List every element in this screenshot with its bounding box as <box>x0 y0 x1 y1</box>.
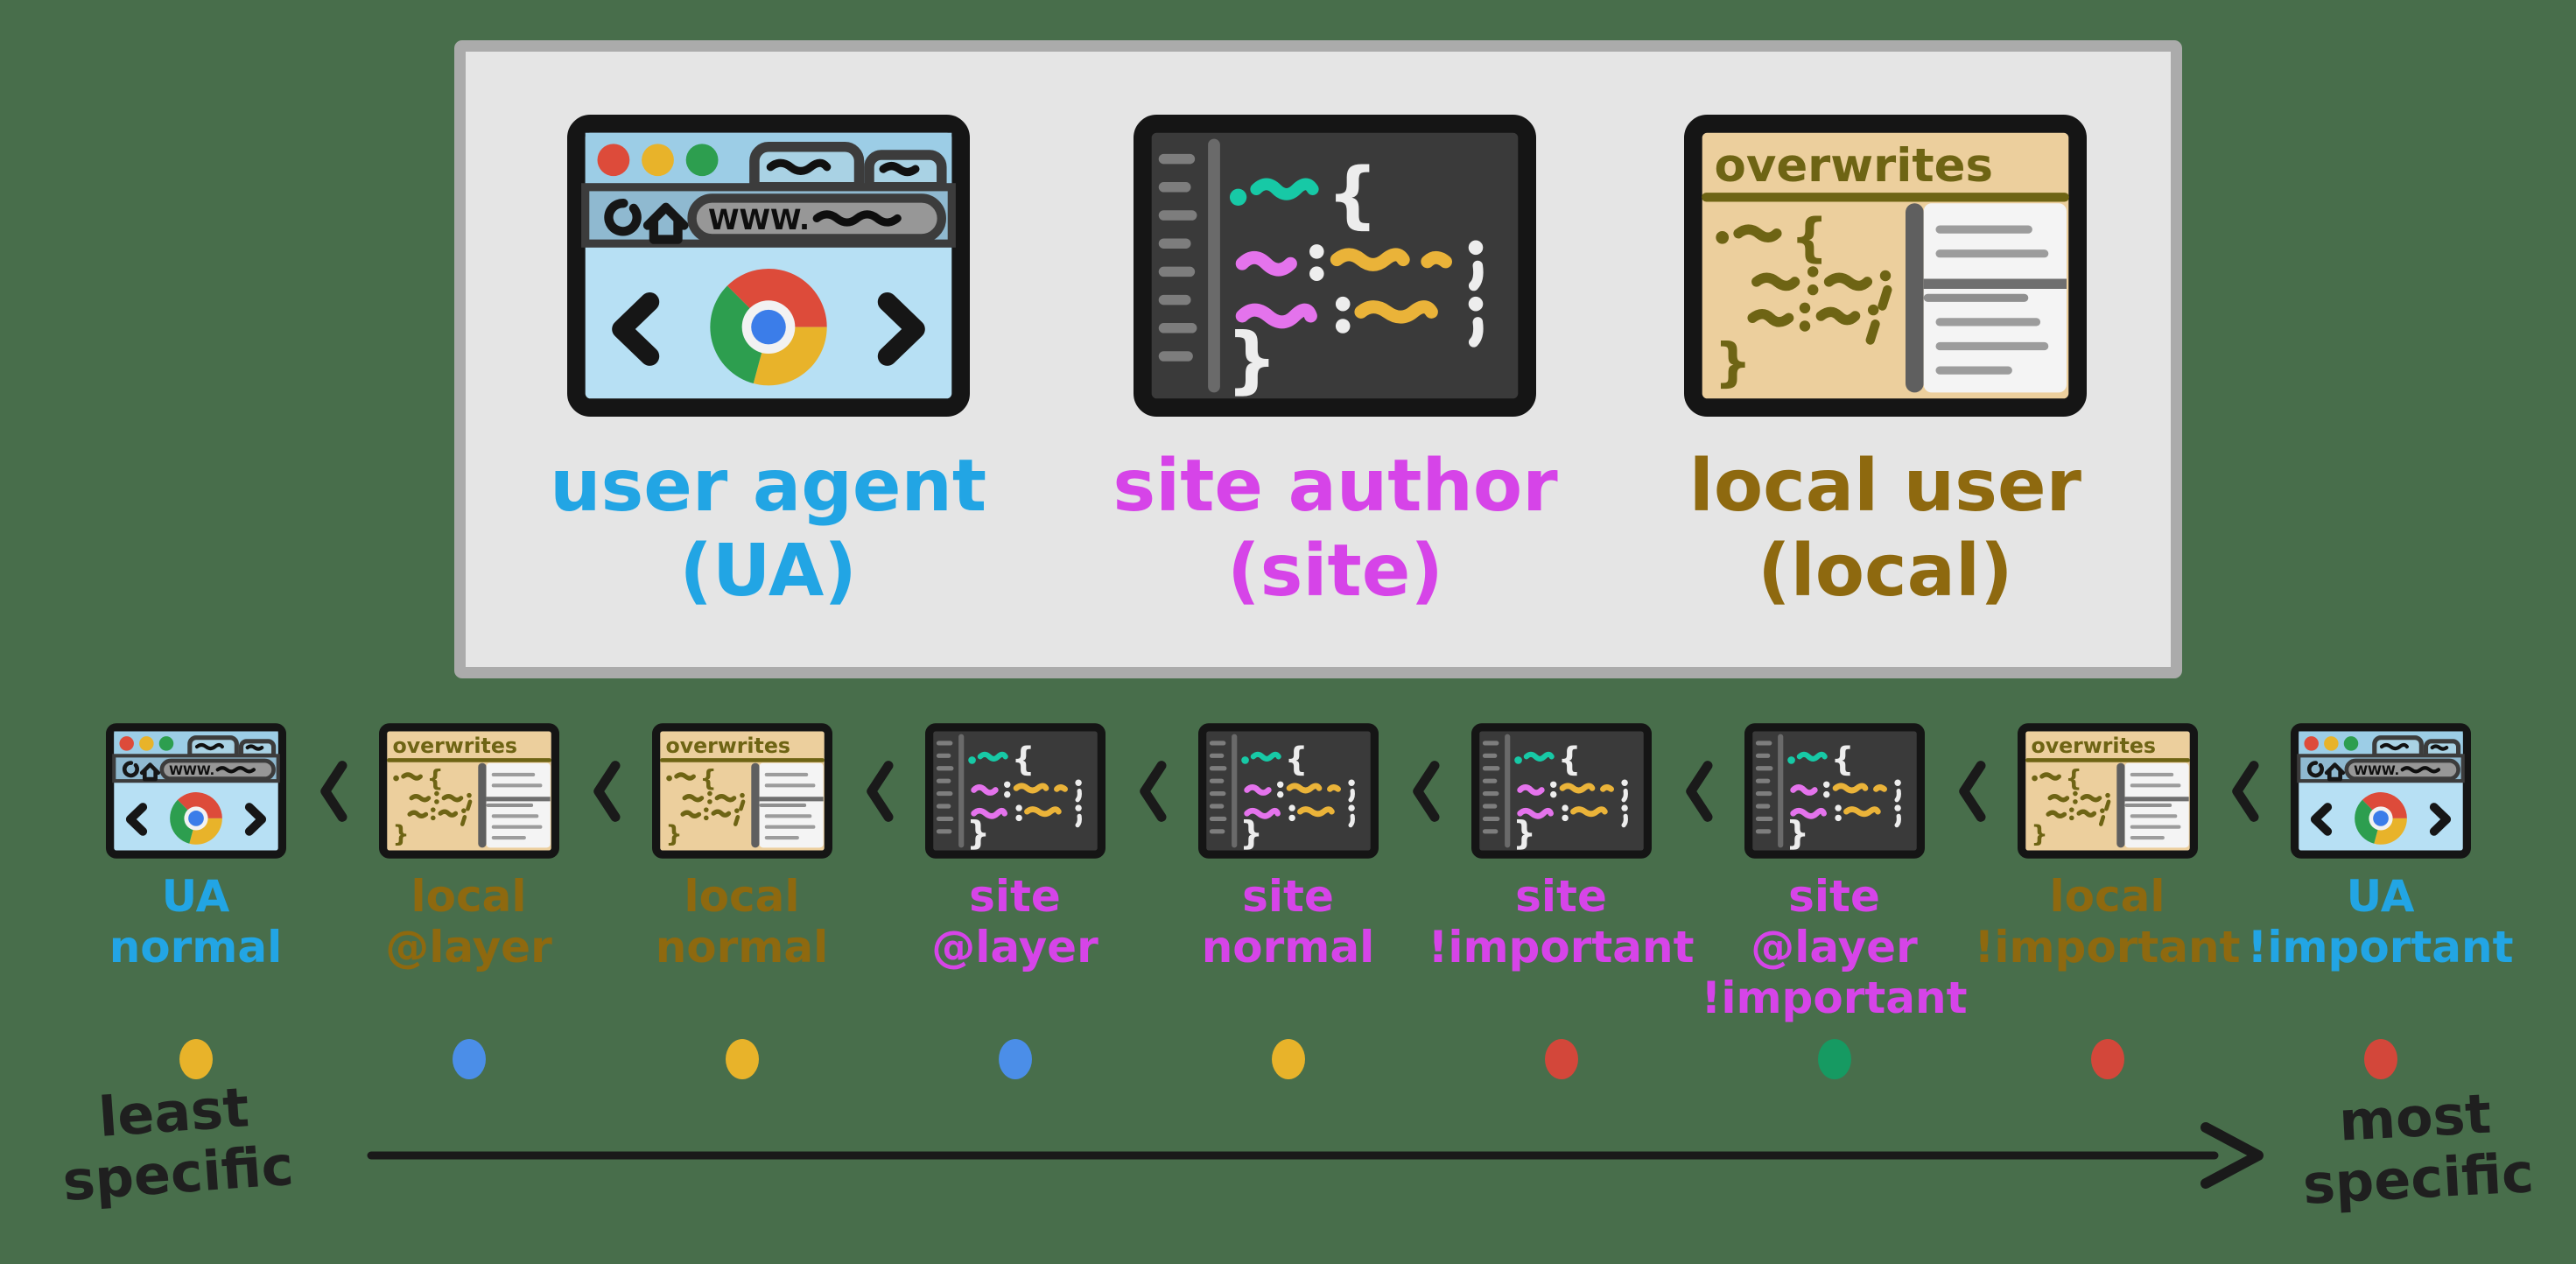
cascade-item-label: UA normal <box>109 871 283 973</box>
cascade-item-ua-normal: UA normal <box>81 723 311 1079</box>
stylesheet-doc-icon <box>652 723 832 859</box>
cascade-item-label: site !important <box>1428 871 1695 973</box>
code-editor-icon <box>1471 723 1652 859</box>
code-editor-icon <box>1198 723 1379 859</box>
specificity-dot <box>998 1039 1032 1079</box>
origins-panel: user agent (UA) site author (site) local… <box>454 40 2182 678</box>
origin-site-author: site author (site) <box>1113 115 1558 614</box>
origin-label-user-agent: user agent (UA) <box>550 445 987 613</box>
stylesheet-doc-icon <box>379 723 559 859</box>
cascade-order-row: UA normal local @layer local normal <box>0 723 2576 1079</box>
specificity-dot <box>1271 1039 1305 1079</box>
cascade-item-site-normal: site normal <box>1174 723 1403 1079</box>
specificity-axis-arrow-icon <box>367 1122 2264 1189</box>
cascade-item-local-layer: local @layer <box>354 723 584 1079</box>
stylesheet-doc-icon <box>1684 115 2087 417</box>
origin-label-site-author: site author (site) <box>1113 445 1558 613</box>
precedence-chevron-icon <box>1130 723 1174 859</box>
specificity-dot <box>452 1039 486 1079</box>
cascade-item-local-normal: local normal <box>628 723 857 1079</box>
cascade-item-local-important: local !important <box>1975 723 2241 1079</box>
precedence-chevron-icon <box>2222 723 2266 859</box>
precedence-chevron-icon <box>584 723 628 859</box>
specificity-dot <box>2363 1039 2397 1079</box>
specificity-dot <box>2090 1039 2124 1079</box>
cascade-item-label: local @layer <box>385 871 552 973</box>
code-editor-icon <box>1744 723 1925 859</box>
precedence-chevron-icon <box>1403 723 1447 859</box>
browser-window-icon <box>567 115 970 417</box>
precedence-chevron-icon <box>311 723 354 859</box>
cascade-item-label: local !important <box>1974 871 2241 973</box>
specificity-dot <box>179 1039 213 1079</box>
most-specific-label: most specific <box>2301 1081 2536 1217</box>
least-specific-label: least specific <box>60 1075 296 1214</box>
cascade-item-site-layer-important: site @layer !important <box>1702 723 1968 1079</box>
precedence-chevron-icon <box>1676 723 1720 859</box>
code-editor-icon <box>925 723 1106 859</box>
specificity-dot <box>1544 1039 1578 1079</box>
cascade-item-label: site @layer <box>931 871 1098 973</box>
precedence-chevron-icon <box>1949 723 1993 859</box>
cascade-item-ua-important: UA !important <box>2248 723 2514 1079</box>
precedence-chevron-icon <box>857 723 901 859</box>
stylesheet-doc-icon <box>2018 723 2198 859</box>
browser-window-icon <box>106 723 286 859</box>
specificity-dot <box>1817 1039 1851 1079</box>
browser-window-icon <box>2291 723 2471 859</box>
origin-label-local-user: local user (local) <box>1688 445 2081 613</box>
cascade-item-label: site normal <box>1201 871 1375 973</box>
cascade-item-label: local normal <box>655 871 829 973</box>
cascade-item-site-important: site !important <box>1428 723 1695 1079</box>
specificity-dot <box>725 1039 759 1079</box>
cascade-item-label: UA !important <box>2247 871 2514 973</box>
origin-user-agent: user agent (UA) <box>550 115 986 614</box>
origin-local-user: local user (local) <box>1684 115 2087 614</box>
cascade-item-site-layer: site @layer <box>901 723 1130 1079</box>
cascade-item-label: site @layer !important <box>1701 871 1968 1023</box>
code-editor-icon <box>1134 115 1536 417</box>
